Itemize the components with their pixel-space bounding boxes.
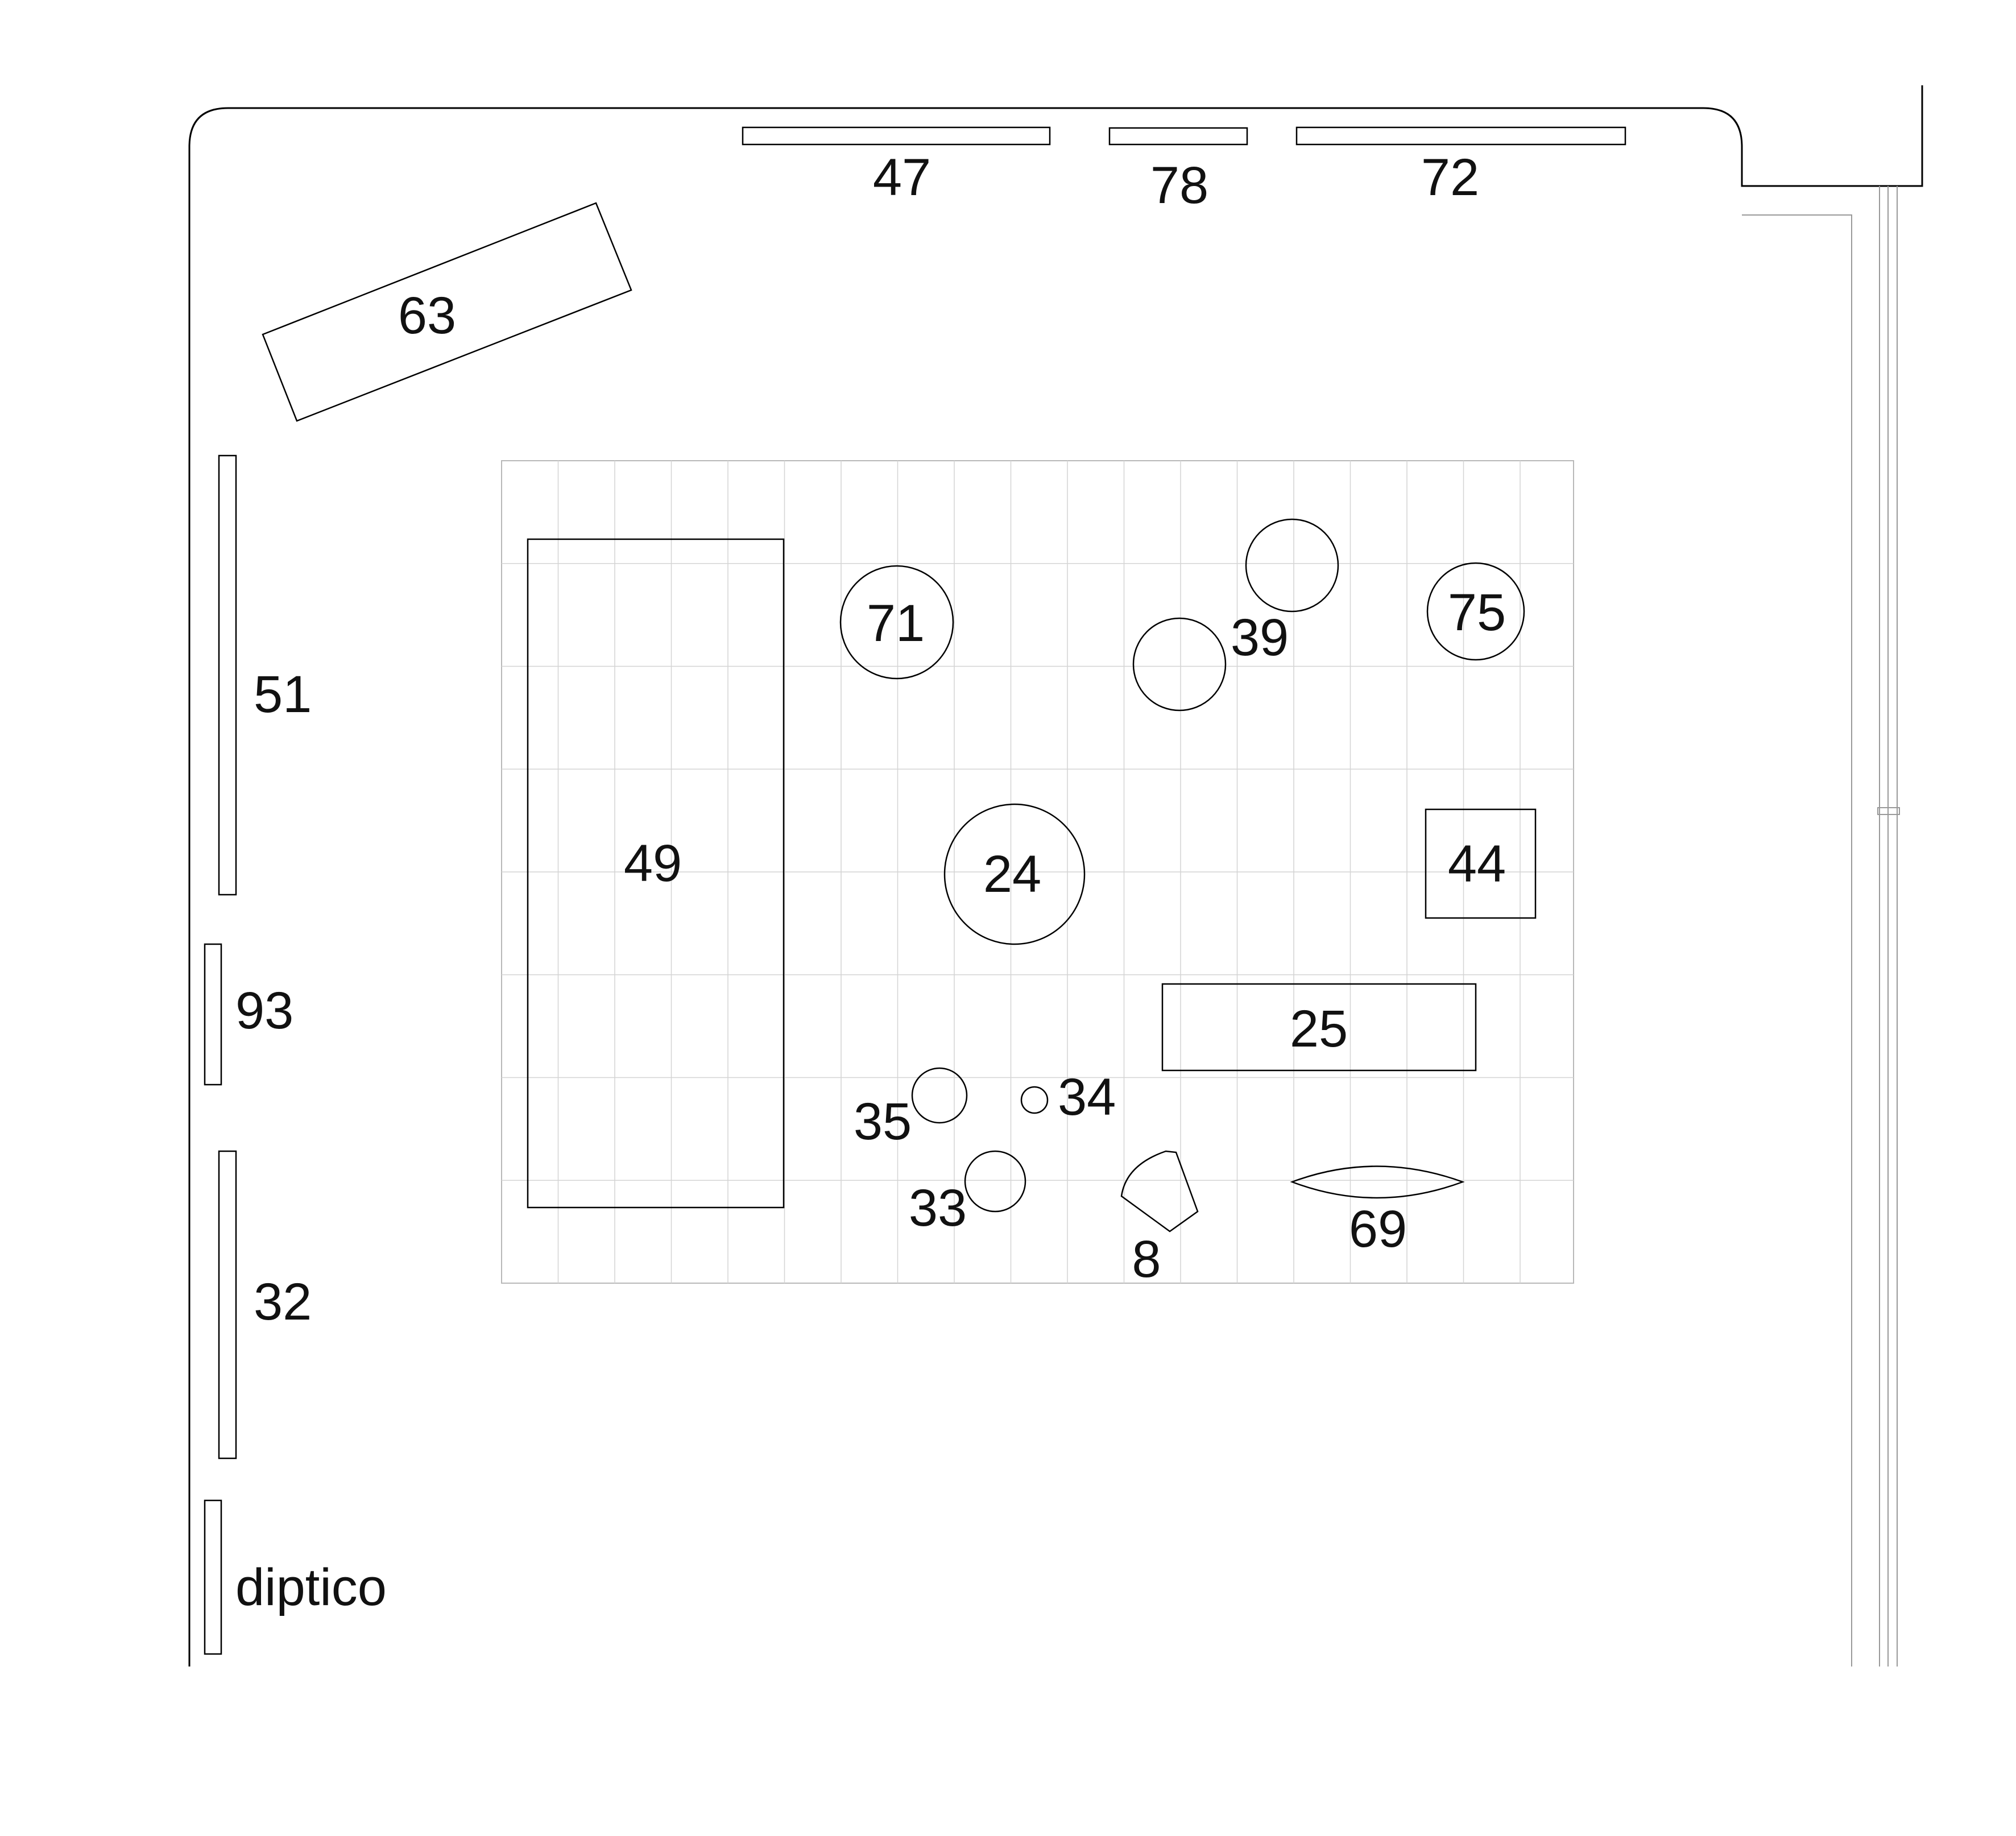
- artwork-35: [911, 1067, 968, 1124]
- artwork-71: [839, 565, 954, 680]
- room-walls: [188, 85, 1923, 1667]
- artwork-69: [1290, 1165, 1465, 1199]
- artwork-24: [943, 803, 1086, 945]
- artwork-25: [1161, 983, 1477, 1072]
- label-33: 33: [909, 1179, 967, 1237]
- artwork-8: [1120, 1150, 1199, 1233]
- label-25: 25: [1290, 1000, 1348, 1058]
- label-75: 75: [1448, 584, 1506, 642]
- artwork-diptico: [204, 1499, 222, 1655]
- artwork-93: [204, 943, 222, 1086]
- artwork-75: [1426, 562, 1525, 661]
- label-51: 51: [254, 665, 312, 723]
- label-49: 49: [624, 834, 682, 892]
- artwork-47: [742, 126, 1051, 146]
- artwork-34: [1020, 1086, 1049, 1114]
- label-diptico: diptico: [235, 1558, 387, 1616]
- label-24: 24: [983, 845, 1041, 903]
- label-8: 8: [1132, 1230, 1161, 1288]
- label-39: 39: [1231, 609, 1289, 667]
- label-71: 71: [867, 594, 925, 652]
- label-69: 69: [1349, 1200, 1407, 1258]
- label-63: 63: [398, 287, 456, 345]
- label-93: 93: [235, 982, 293, 1040]
- artwork-78: [1108, 127, 1248, 146]
- artwork-72: [1295, 126, 1626, 146]
- label-34: 34: [1058, 1068, 1116, 1126]
- artwork-32: [218, 1150, 237, 1459]
- label-44: 44: [1448, 835, 1506, 893]
- label-35: 35: [854, 1093, 912, 1151]
- label-72: 72: [1421, 148, 1479, 206]
- grid-platform: [501, 460, 1574, 1284]
- label-32: 32: [254, 1273, 312, 1331]
- artwork-39-lower: [1132, 617, 1227, 712]
- artwork-33: [964, 1150, 1026, 1213]
- artwork-63: [262, 202, 632, 422]
- label-47: 47: [873, 148, 931, 206]
- artwork-51: [218, 454, 237, 896]
- artwork-39-upper: [1245, 518, 1339, 613]
- artwork-44: [1425, 808, 1537, 919]
- window-right: [1742, 186, 1900, 1667]
- label-78: 78: [1150, 156, 1208, 214]
- artwork-49: [527, 538, 785, 1209]
